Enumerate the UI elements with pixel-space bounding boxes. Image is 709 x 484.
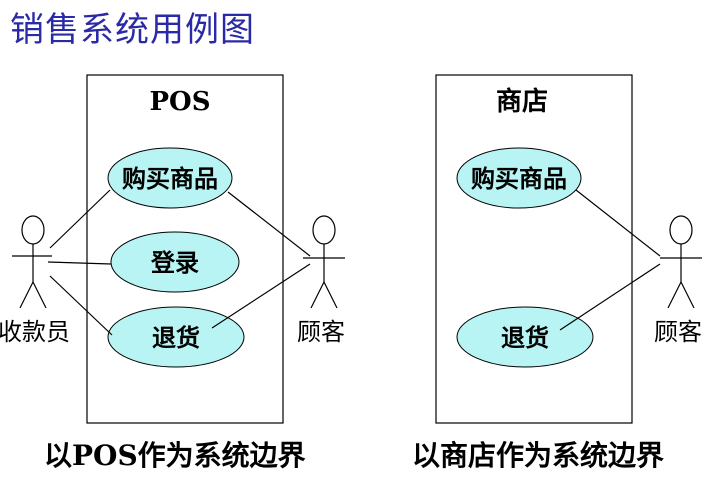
store-system-boundary <box>435 74 633 424</box>
actor-customer-right-label: 顾客 <box>654 318 702 346</box>
pos-system-boundary <box>86 74 284 424</box>
pos-system-label: POS <box>150 87 211 117</box>
actor-cashier <box>12 215 52 309</box>
use-case-return-label: 退货 <box>152 323 200 352</box>
store-use-case-purchase <box>456 147 582 209</box>
use-case-purchase <box>107 147 233 209</box>
caption-store-boundary: 以商店作为系统边界 <box>412 439 665 472</box>
actor-cashier-label: 收款员 <box>0 318 70 346</box>
caption-pos-boundary: 以POS作为系统边界 <box>44 439 306 472</box>
use-case-login <box>110 231 240 293</box>
associations-right <box>559 189 661 331</box>
actor-customer-right <box>660 215 702 309</box>
store-use-case-return-label: 退货 <box>501 323 549 352</box>
store-system-label: 商店 <box>496 86 548 117</box>
store-use-case-return <box>456 306 594 368</box>
use-case-return <box>107 306 245 368</box>
page-title: 销售系统用例图 <box>10 10 255 50</box>
actor-customer-left <box>303 215 345 309</box>
use-case-purchase-label: 购买商品 <box>122 164 218 193</box>
store-use-case-purchase-label: 购买商品 <box>471 164 567 193</box>
use-case-login-label: 登录 <box>150 248 199 277</box>
actor-customer-left-label: 顾客 <box>297 318 345 346</box>
associations-left <box>47 189 311 336</box>
